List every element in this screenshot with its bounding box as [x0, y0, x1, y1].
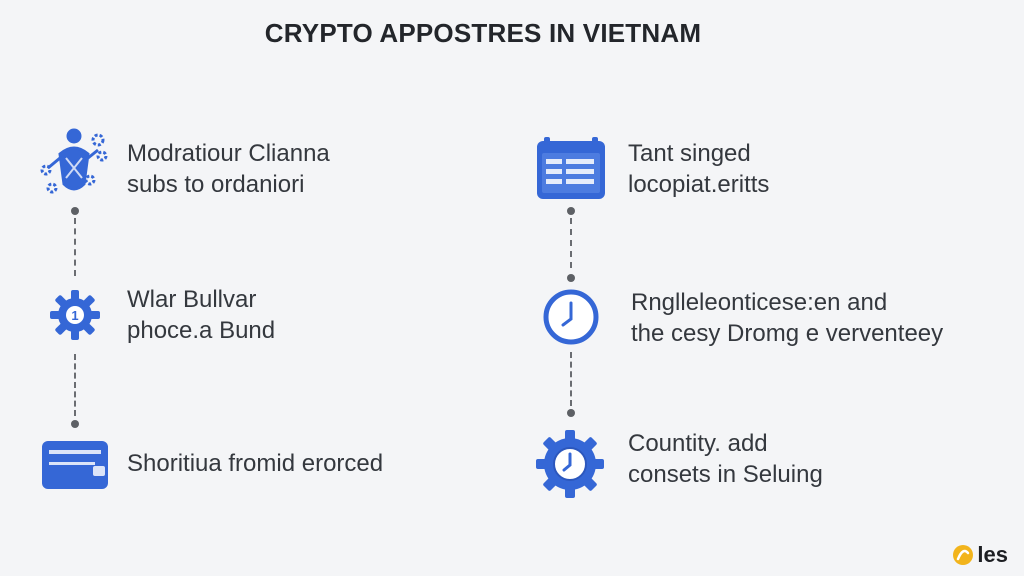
left-item-1-label: Modratiour Clianna subs to ordaniori: [127, 138, 330, 200]
left-item-2-label: Wlar Bullvar phoce.a Bund: [127, 284, 275, 346]
connector-dot: [71, 207, 79, 215]
right-item-3-line-1: Countity. add: [628, 430, 768, 457]
right-item-2-label: Rnglleleonticese:en and the cesy Dromg e…: [631, 287, 943, 349]
svg-text:1: 1: [71, 308, 78, 323]
right-connector-2: [570, 352, 572, 406]
page-title: CRYPTO APPOSTRES IN VIETNAM: [264, 18, 702, 48]
right-item-1-label: Tant singed locopiat.eritts: [628, 138, 769, 200]
connector-dot: [71, 420, 79, 428]
clock-icon: [543, 289, 599, 345]
person-gears-icon: [40, 128, 108, 194]
left-connector-2: [74, 354, 76, 416]
right-item-3-label: Countity. add consets in Seluing: [628, 428, 823, 490]
left-item-2-line-1: Wlar Bullvar: [127, 286, 257, 313]
right-connector-1: [570, 218, 572, 268]
right-item-1-line-1: Tant singed: [628, 140, 751, 167]
calendar-list-icon: [537, 137, 605, 199]
right-item-2-line-2: the cesy Dromg e verventeey: [631, 320, 944, 347]
left-item-3-line-1: Shoritiua fromid erorced: [127, 450, 384, 477]
right-item-3-line-2: consets in Seluing: [628, 461, 823, 488]
left-connector-1: [74, 218, 76, 276]
connector-dot: [567, 207, 575, 215]
logo-text: les: [977, 542, 1008, 567]
brand-logo: les: [951, 542, 1008, 568]
gear-clock-icon: [536, 430, 604, 498]
logo-mark-icon: [953, 545, 974, 565]
credit-card-icon: [42, 441, 108, 489]
left-item-3-label: Shoritiua fromid erorced: [127, 448, 383, 479]
left-item-2-line-2: phoce.a Bund: [127, 317, 276, 344]
right-item-2-line-1: Rnglleleonticese:en and: [631, 289, 888, 316]
left-item-1-line-1: Modratiour Clianna: [127, 140, 330, 167]
gear-icon: 1: [50, 290, 100, 340]
right-item-1-line-2: locopiat.eritts: [628, 171, 770, 198]
left-item-1-line-2: subs to ordaniori: [127, 171, 305, 198]
connector-dot: [567, 409, 575, 417]
connector-dot: [567, 274, 575, 282]
